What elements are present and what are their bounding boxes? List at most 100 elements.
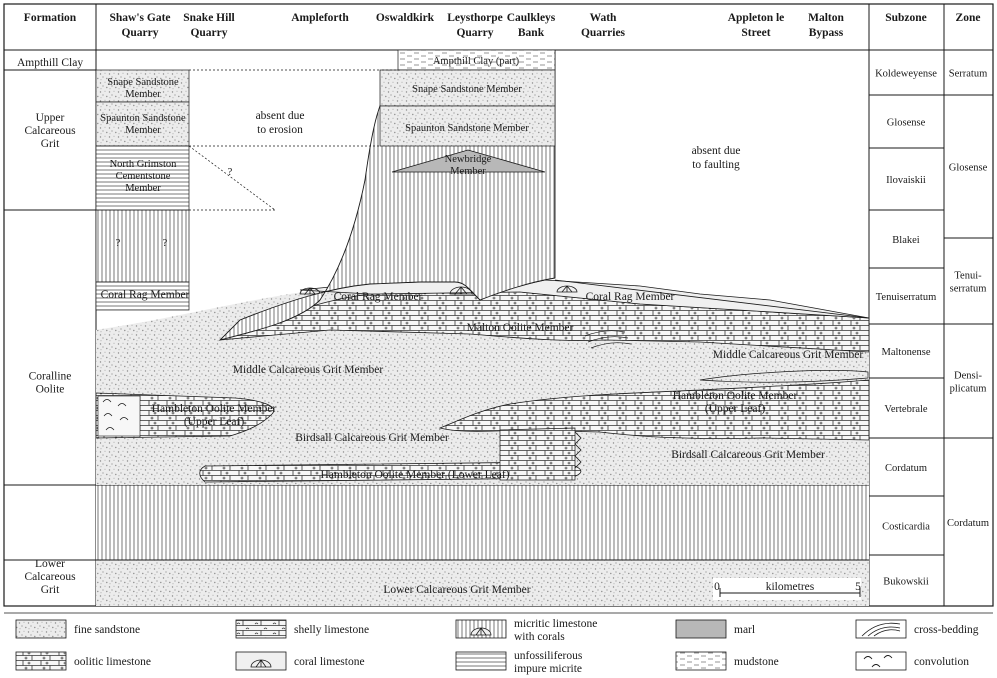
formation-label-line-2: Oolite: [36, 384, 65, 396]
snape-sandstone-left-label-line-2: Member: [125, 89, 161, 100]
birdsall-right-label: Birdsall Calcareous Grit Member: [671, 449, 825, 461]
header-locality: Oswaldkirk: [376, 12, 435, 24]
cross-bedding-swatch: [855, 619, 907, 639]
header-locality-line-2: Quarries: [581, 27, 626, 39]
legend: fine sandstone shelly limestone micritic l…: [4, 612, 993, 675]
spaunton-sandstone-right-label: Spaunton Sandstone Member: [405, 123, 529, 134]
micritic-coral-label-line-1: micritic limestone: [514, 618, 597, 630]
coral-rag-mid-label: Coral Rag Member: [334, 291, 423, 303]
zone-column: SerratumGlosenseTenui-serratumDensi-plic…: [944, 69, 993, 529]
micritic-coral-label-line-2: with corals: [514, 631, 565, 643]
scale-bar-end: 5: [855, 581, 861, 593]
header-locality-line-1: Shaw's Gate: [109, 12, 170, 24]
subzone-label: Costicardia: [882, 522, 930, 533]
shelly-limestone-label: shelly limestone: [294, 624, 369, 636]
formation-label-line-1: Upper: [36, 112, 65, 124]
legend-item-fine-sandstone: fine sandstone: [15, 619, 140, 639]
formation-label-line-3: Grit: [41, 584, 60, 596]
absent-erosion-label-line-2: to erosion: [257, 124, 303, 136]
header-locality-line-1: Appleton le: [728, 12, 785, 24]
north-grimston-label-line-2: Cementstone: [116, 171, 171, 182]
hambleton-upper-left-label-line-2: (Upper Leaf): [184, 416, 245, 428]
subzone-label: Vertebrale: [884, 404, 927, 415]
header-locality-line-2: Quarry: [190, 27, 227, 39]
unit-labels: Ampthill Clay (part)Snape SandstoneMembe…: [100, 56, 863, 596]
north-grimston-label-line-1: North Grimston: [110, 159, 178, 170]
absent-faulting-label-line-1: absent due: [692, 145, 741, 157]
newbridge-label-line-2: Member: [450, 166, 486, 177]
header-locality-line-2: Street: [741, 27, 770, 39]
mudstone-label: mudstone: [734, 656, 779, 668]
spaunton-sandstone-right-unit: [379, 105, 556, 147]
header-subzone: Subzone: [885, 12, 927, 24]
legend-item-coral-limestone: coral limestone: [235, 651, 365, 671]
question-mark: ?: [116, 238, 121, 249]
absent-erosion-label-line-1: absent due: [256, 110, 305, 122]
zone-label-line-1: Glosense: [949, 163, 988, 174]
header-locality-line-1: Malton: [808, 12, 844, 24]
hambleton-upper-right-label-line-2: (Upper Leaf): [705, 403, 766, 415]
subzone-label: Maltonense: [882, 347, 931, 358]
header-locality-line-2: Quarry: [456, 27, 493, 39]
hambleton-upper-left-label-line-1: Hambleton Oolite Member: [152, 403, 277, 415]
north-grimston-label-line-3: Member: [125, 183, 161, 194]
micrite-label-line-2: impure micrite: [514, 663, 582, 675]
zone-label-line-2: plicatum: [950, 384, 987, 395]
lower-grit-label: Lower Calcareous Grit Member: [383, 584, 530, 596]
coral-rag-right-label: Coral Rag Member: [586, 291, 675, 303]
subzone-label: Blakei: [892, 235, 919, 246]
subzone-column: KoldeweyenseGlosenseIlovaiskiiBlakeiTenu…: [869, 69, 944, 588]
header-locality: Appleton le Street: [728, 12, 785, 39]
legend-item-mudstone: mudstone: [675, 651, 779, 671]
coral-limestone-label: coral limestone: [294, 656, 365, 668]
formation-label-line-1: Coralline: [29, 371, 72, 383]
scale-bar-start: 0: [714, 581, 720, 593]
absent-faulting-label-line-2: to faulting: [692, 159, 740, 171]
legend-item-oolitic-limestone: oolitic limestone: [15, 651, 151, 671]
zone-label: Serratum: [949, 69, 988, 80]
convolution-label: convolution: [914, 656, 969, 668]
micrite-band-lower: [96, 485, 869, 560]
hambleton-upper-right-label-line-1: Hambleton Oolite Member: [673, 390, 798, 402]
scale-bar-label: kilometres: [766, 581, 815, 593]
spaunton-sandstone-left-label-line-2: Member: [125, 125, 161, 136]
mudstone-swatch: [675, 651, 727, 671]
zone-label: Tenui-serratum: [950, 271, 987, 295]
formation-label-line-2: Calcareous: [24, 571, 76, 583]
cross-bedding-marks: [584, 330, 632, 349]
middle-grit-lens-right: [699, 370, 869, 383]
snape-sandstone-right-label: Snape Sandstone Member: [412, 84, 522, 95]
spaunton-sandstone-left-unit: [95, 101, 190, 147]
cross-bedding-label: cross-bedding: [914, 624, 979, 636]
header-locality-line-1: Oswaldkirk: [376, 12, 435, 24]
subzone-label: Bukowskii: [883, 577, 929, 588]
question-mark: ?: [228, 167, 233, 178]
header-locality-line-2: Bypass: [809, 27, 844, 39]
newbridge-member-unit: [391, 149, 546, 173]
fine-sandstone-label: fine sandstone: [74, 624, 140, 636]
north-grimston-unit: [95, 145, 190, 211]
coral-rag-left-label: Coral Rag Member: [101, 289, 190, 301]
snape-sandstone-right-unit: [379, 69, 556, 107]
oolitic-limestone-swatch: [15, 651, 67, 671]
header-locality-line-1: Caulkleys: [507, 12, 556, 24]
zone-label-line-1: Cordatum: [947, 518, 989, 529]
ampthill-clay-part-label: Ampthill Clay (part): [433, 56, 520, 67]
formation-label: Ampthill Clay: [17, 57, 83, 69]
formation-label-line-1: Lower: [35, 558, 65, 570]
zone-label: Densi-plicatum: [950, 371, 987, 395]
convolution-swatch: [855, 651, 907, 671]
spaunton-sandstone-left-label-line-1: Spaunton Sandstone: [100, 113, 186, 124]
subzone-label: Koldeweyense: [875, 69, 937, 80]
